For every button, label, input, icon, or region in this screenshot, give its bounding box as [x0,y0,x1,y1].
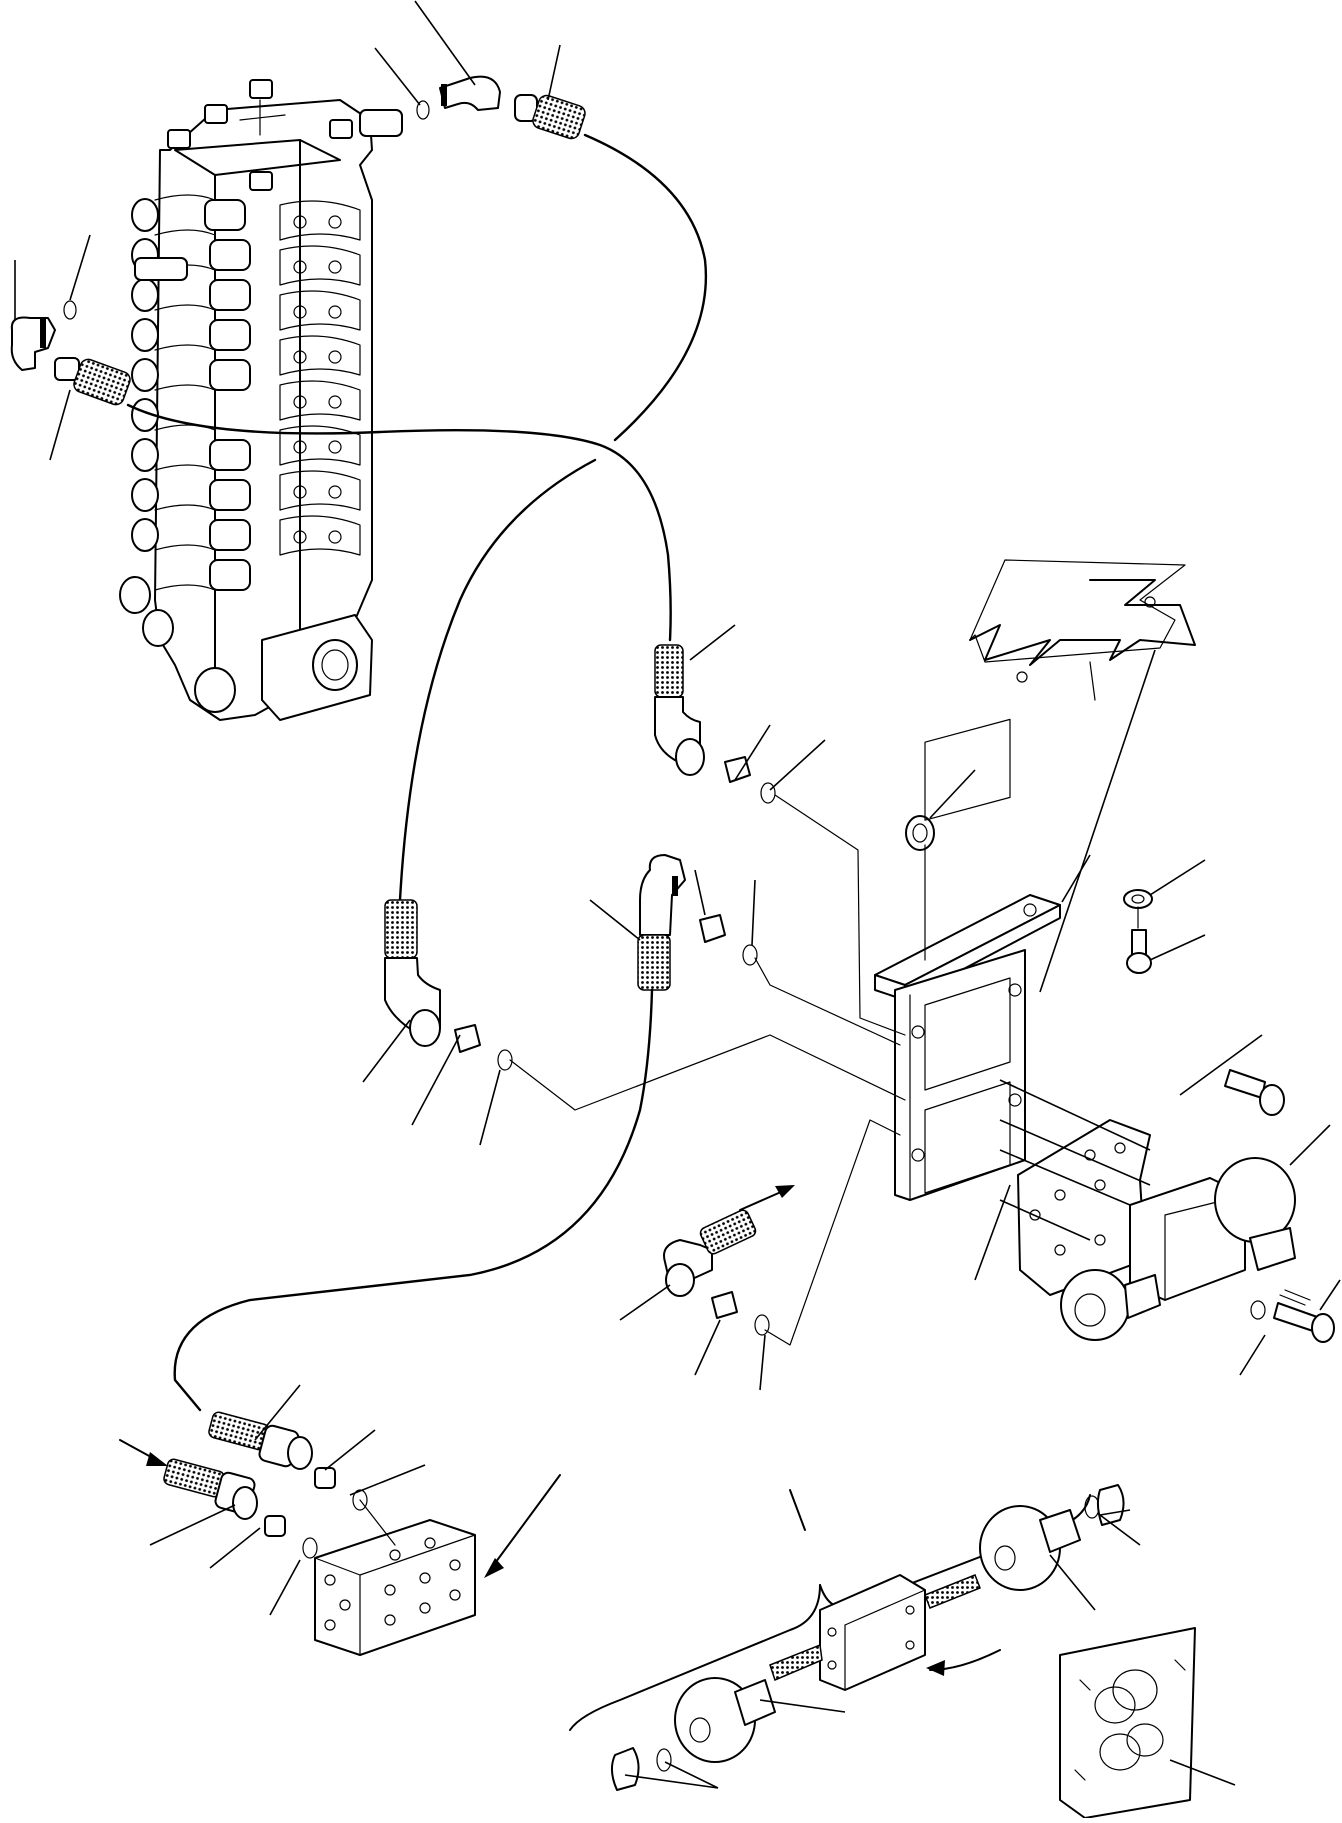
manifold-block [315,1520,475,1655]
solenoid-valve [1000,1080,1295,1340]
control-valve-assembly [120,80,402,720]
seal-kit [1060,1628,1195,1818]
o-rings [120,1411,560,1578]
solenoid-coil-detail [570,1485,1124,1790]
elbow-fittings [175,645,795,1410]
mounting-bracket [875,719,1060,1200]
frame-plate [970,560,1195,992]
hose-to-valve-top [400,77,706,900]
adapter-fittings [906,816,1334,1342]
hose-to-valve-left [12,301,671,640]
